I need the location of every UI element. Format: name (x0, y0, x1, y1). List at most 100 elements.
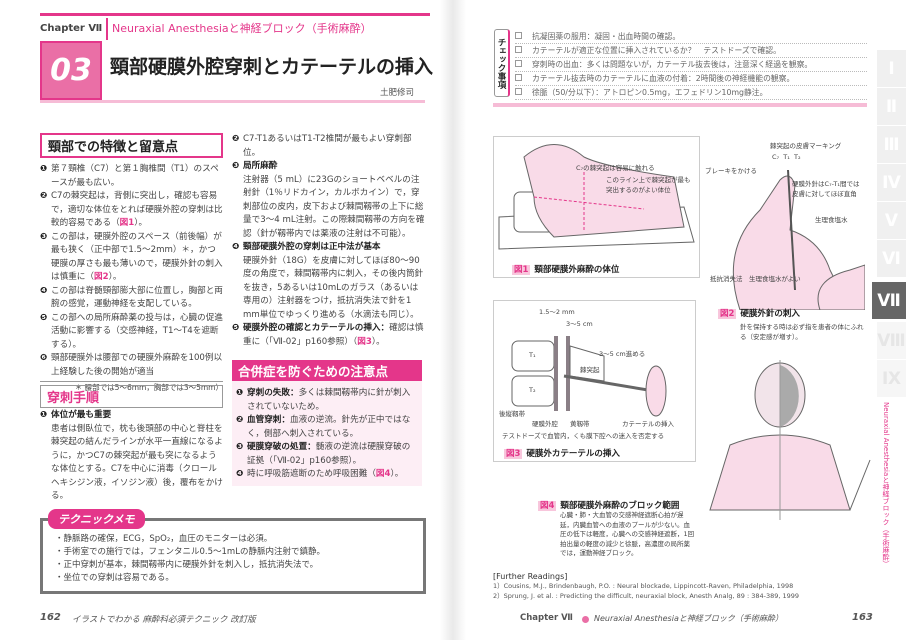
item-text: 頸部硬膜外は腰部での硬膜外麻酔を100例以上経験した後の開始が適当 (51, 353, 223, 377)
patient-position-illustration (498, 144, 695, 250)
memo-item: ・坐位での穿刺は容易である。 (55, 573, 174, 583)
catheter-illustration (511, 336, 667, 417)
fig3-number: 図3 (504, 449, 523, 459)
technique-memo: ・静脈路の確保，ECG，SpO₂，血圧のモニターは必須。 ・手術室での施行では，… (40, 518, 426, 594)
chapter-tab-8[interactable]: Ⅷ (877, 322, 906, 360)
fig3-epidural-label: 硬膜外腔 (532, 420, 558, 428)
fig4-description: 心臓・肺・大血管の交感神経遮断心拍が遅延，内臓血管への血液のプールが少ない。血圧… (560, 511, 695, 557)
readings-heading: [Further Readings] (493, 572, 568, 581)
item-heading: 硬膜外腔の確認とカテーテルの挿入： (243, 323, 390, 333)
item-heading: 頸部硬膜外腔の穿刺は正中法が基本 (243, 242, 381, 252)
item-text-end: ）。 (390, 469, 404, 479)
item-text: この部への局所麻酔薬の投与は，心臓の促進活動に影響する（交感神経，T1～T4を遮… (51, 312, 223, 350)
memo-item: ・正中穿刺が基本，棘間靱帯内に硬膜外針を刺入し，抵抗消失法で。 (55, 560, 319, 570)
page-gutter (440, 0, 466, 640)
bullet: ❸ (236, 442, 244, 452)
page-title: 頸部硬膜外腔穿刺とカテーテルの挿入 (110, 56, 434, 78)
checklist-label: チェック事項 (494, 29, 510, 97)
bullet: ❹ (236, 469, 244, 479)
checkbox-icon[interactable] (515, 88, 522, 95)
checklist: 抗凝固薬の服用：凝固・出血時間の確認。カテーテルが適正な位置に挿入されているか？… (515, 30, 867, 100)
item-text: 硬膜外針（18G）を皮膚に対してほぼ80～90度の角度で，棘間靱帯内に刺入，その… (243, 255, 424, 320)
item-text: この部は脊髄頸部膨大部に位置し，胸部と両腕の感覚，運動神経を支配している。 (51, 285, 223, 310)
procedure-heading: 穿刺手順 (40, 385, 223, 408)
fig2-angle-label: 硬膜外針はC₇-T₁間では皮膚に対してほぼ直角 (792, 180, 860, 198)
page-number-right: 163 (852, 612, 873, 623)
checklist-text: 穿刺時の出血：多くは問題ないが，カテーテル抜去後は，注意深く経過を観察。 (532, 60, 813, 69)
needle-insertion-illustration (732, 169, 865, 310)
complications-heading: 合併症を防ぐための注意点 (232, 360, 422, 381)
chapter-tab-1[interactable]: Ⅰ (877, 50, 906, 88)
item-heading: 硬膜穿破の処置： (247, 442, 316, 452)
fig1-title: 頸部硬膜外麻酔の体位 (534, 265, 620, 275)
chapter-tab-2[interactable]: Ⅱ (877, 88, 906, 126)
fig1-number: 図1 (512, 265, 531, 275)
figure-reference[interactable]: 図3 (357, 336, 372, 347)
chapter-tab-4[interactable]: Ⅳ (877, 164, 906, 202)
item-text: この部は，硬膜外腔のスペース（前後幅）が最も狭く（正中部で1.5～2mm）＊，か… (51, 231, 223, 283)
bullet: ❹ (40, 285, 48, 296)
footer-dot (582, 616, 589, 623)
item-text-end: ）。 (134, 218, 148, 228)
fig3-length-label: 3～5 cm (566, 320, 593, 328)
item-text: 髄液の逆流は硬膜穿破の証拠（「Ⅶ-02」p160参照）。 (247, 442, 411, 466)
chapter-tab-9[interactable]: Ⅸ (877, 360, 906, 398)
chapter-tab-3[interactable]: Ⅲ (877, 126, 906, 164)
fig2-description: 針を保持する時は必ず指を患者の体にふれる（安定感が増す）。 (740, 323, 864, 341)
checkbox-icon[interactable] (515, 46, 522, 53)
checkbox-icon[interactable] (515, 74, 522, 81)
memo-item: ・静脈路の確保，ECG，SpO₂，血圧のモニターは必須。 (55, 534, 273, 544)
item-text-end: ）。 (108, 272, 122, 282)
chapter-tab-5[interactable]: Ⅴ (877, 202, 906, 240)
t1-label: T₁ (783, 153, 790, 161)
bullet: ❶ (236, 388, 244, 398)
figure-reference[interactable]: 図4 (375, 469, 391, 479)
fig3-spinous-label: 棘突起 (580, 366, 600, 374)
figure-reference[interactable]: 図2 (93, 272, 109, 282)
fig3-catheter-label: カテーテルの挿入 (622, 420, 674, 428)
footer-chapter: Chapter Ⅶ (520, 613, 573, 623)
checkbox-icon[interactable] (515, 60, 522, 67)
side-chapter-label: Neuraxial Anesthesiaと神経ブロック（手術麻酔） (882, 402, 890, 568)
fig3-advance-label: 3～5 cm進める (599, 350, 646, 358)
chapter-label: Chapter Ⅶ (40, 18, 108, 40)
reading-item: 2）Sprung, J. et al. : Predicting the dif… (493, 592, 800, 600)
figure-reference[interactable]: 図1 (119, 218, 135, 228)
bullet: ❸ (232, 161, 240, 171)
page-number-left: 162 (40, 612, 61, 623)
fig1-note-1: C₇の棘突起は容易に触れる (576, 164, 655, 172)
item-text: 患者は側臥位で，枕も後頭部の中心と脊柱を棘突起の結んだラインが水平一直線になるよ… (51, 423, 223, 502)
c7-label: C₇ (772, 153, 780, 161)
section-number: 03 (40, 41, 102, 100)
checklist-text: 抗凝固薬の服用：凝固・出血時間の確認。 (532, 32, 681, 41)
item-heading: 血管穿刺： (247, 415, 290, 425)
bullet: ❶ (40, 410, 48, 420)
checklist-text: 徐脈（50/分以下）：アトロピン0.5mg，エフェドリン10mg静注。 (532, 88, 768, 97)
figure-3: 1.5～2 mm 3～5 cm 3～5 cm進める 棘突起 T₁ T₂ 後縦靱帯… (493, 300, 696, 462)
item-text: 多くは棘間靱帯内に針が刺入されていないため。 (247, 388, 411, 412)
chapter-tab-7[interactable]: Ⅶ (872, 282, 906, 320)
block-range-illustration (709, 360, 871, 520)
chapter-tab-6[interactable]: Ⅵ (877, 240, 906, 278)
bullet: ❺ (232, 323, 240, 333)
item-text: 第７頸椎（C7）と第１胸椎間（T1）のスペースが最も広い。 (51, 164, 219, 188)
checkbox-icon[interactable] (515, 32, 522, 39)
item-text-end: ）。 (371, 336, 385, 347)
fig3-t1-label: T₁ (529, 351, 536, 359)
checklist-text: カテーテルが適正な位置に挿入されているか？ テストドーズで確認。 (532, 46, 781, 55)
footer-title: Neuraxial Anesthesiaと神経ブロック（手術麻酔） (594, 614, 783, 623)
chapter-subtitle: Neuraxial Anesthesiaと神経ブロック（手術麻酔） (112, 22, 372, 35)
bullet: ❺ (40, 312, 48, 323)
checklist-item: 穿刺時の出血：多くは問題ないが，カテーテル抜去後は，注意深く経過を観察。 (515, 58, 867, 72)
